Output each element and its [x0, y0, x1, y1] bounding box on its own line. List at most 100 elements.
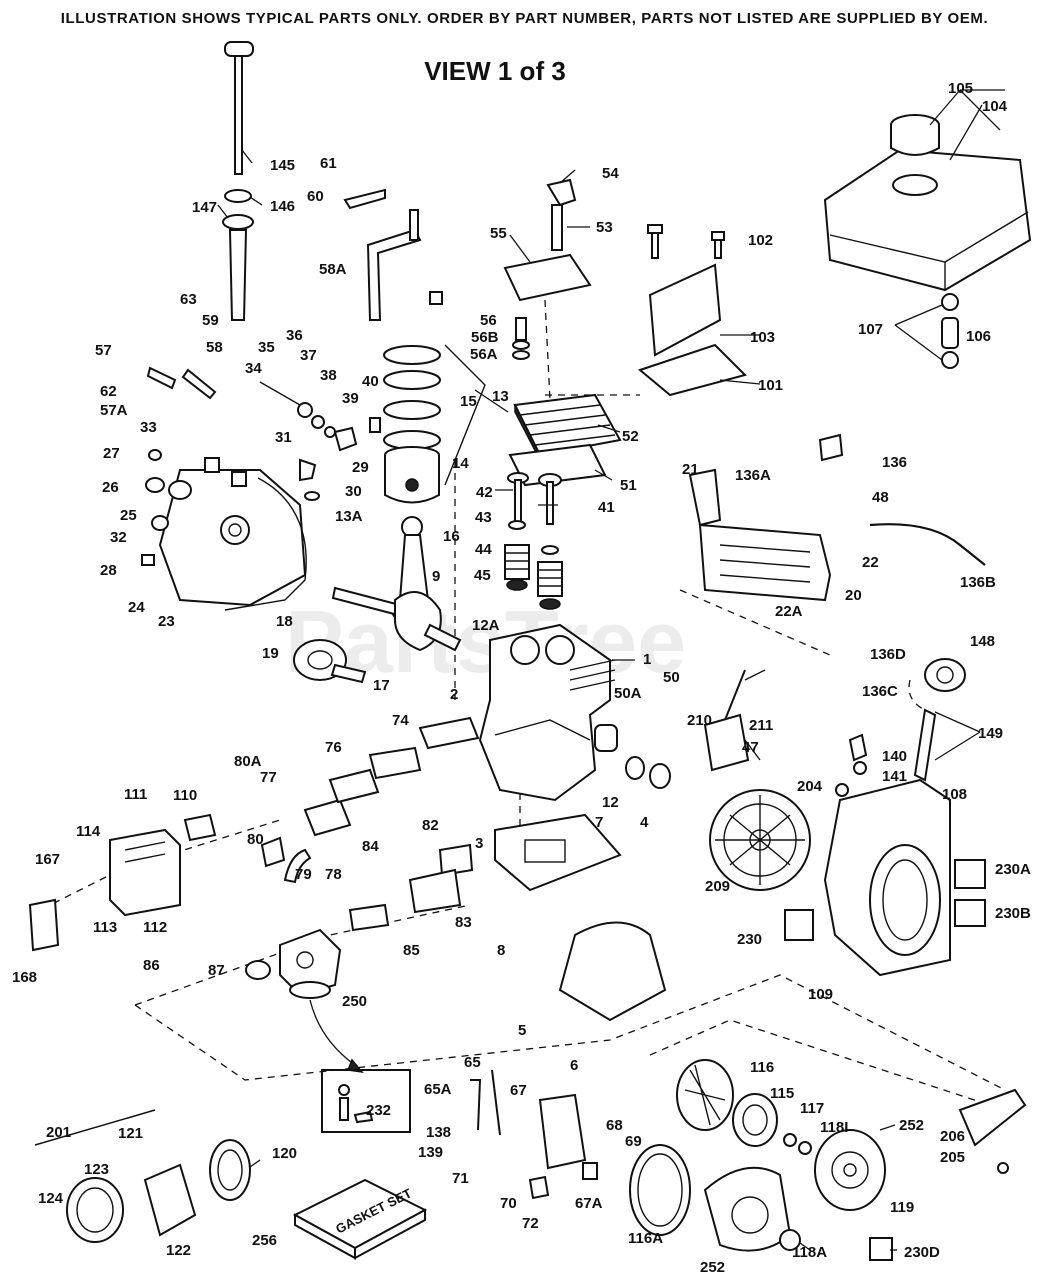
shroud-plate	[698, 523, 832, 602]
governor-linkage-140	[835, 733, 868, 797]
callout-105: 105	[948, 80, 973, 97]
callout-50: 50	[663, 669, 680, 686]
callout-256: 256	[252, 1232, 277, 1249]
callout-119: 119	[890, 1199, 914, 1216]
callout-44: 44	[475, 541, 492, 558]
callout-27: 27	[103, 445, 120, 462]
callout-82: 82	[422, 817, 439, 834]
callout-58a: 58A	[319, 261, 347, 278]
callout-230d: 230D	[904, 1244, 940, 1261]
callout-120: 120	[272, 1145, 297, 1162]
callout-205: 205	[940, 1149, 965, 1166]
callout-230b: 230B	[995, 905, 1031, 922]
throttle-control-parts	[470, 1069, 598, 1200]
callout-40: 40	[362, 373, 379, 390]
governor-parts	[146, 366, 381, 501]
fuel-cap	[890, 114, 940, 156]
callout-115: 115	[770, 1085, 794, 1102]
callout-17: 17	[373, 677, 390, 694]
callout-53: 53	[596, 219, 613, 236]
callout-112: 112	[143, 919, 167, 936]
dipstick-assembly	[222, 41, 254, 321]
callout-59: 59	[202, 312, 219, 329]
clip-136	[818, 433, 844, 462]
callout-29: 29	[352, 459, 369, 476]
leader-lines	[217, 89, 1005, 1251]
callout-47: 47	[742, 739, 759, 756]
callout-35: 35	[258, 339, 275, 356]
bracket-136a	[688, 468, 722, 527]
callout-106: 106	[966, 328, 991, 345]
callout-51: 51	[620, 477, 637, 494]
callout-13: 13	[492, 388, 509, 405]
cylinder-block	[478, 623, 618, 802]
callout-61: 61	[320, 155, 337, 172]
callout-168: 168	[12, 969, 37, 986]
callout-136a: 136A	[735, 467, 771, 484]
callout-80: 80	[247, 831, 264, 848]
plug-27	[148, 449, 162, 461]
callout-65: 65	[464, 1054, 481, 1071]
air-cleaner	[34, 1109, 251, 1243]
callout-58: 58	[206, 339, 223, 356]
tank-brackets	[637, 263, 747, 397]
callout-107: 107	[858, 321, 883, 338]
callout-116: 116	[750, 1059, 774, 1076]
callout-116a: 116A	[628, 1230, 663, 1247]
callout-55: 55	[490, 225, 507, 242]
cylinder-head	[513, 393, 622, 461]
callout-62: 62	[100, 383, 117, 400]
callout-4: 4	[640, 814, 649, 831]
callout-111: 111	[124, 786, 147, 803]
callout-12: 12	[602, 794, 619, 811]
clutch-assembly	[676, 1059, 812, 1155]
callout-67a: 67A	[575, 1195, 603, 1212]
callout-28: 28	[100, 562, 117, 579]
callout-43: 43	[475, 509, 492, 526]
callout-36: 36	[286, 327, 303, 344]
callout-118i: 118I	[820, 1119, 848, 1136]
control-bracket	[343, 188, 443, 321]
primer	[908, 658, 966, 782]
callout-14: 14	[452, 455, 469, 472]
gasket-set-box: GASKET SET	[292, 1178, 428, 1260]
muffler	[28, 813, 217, 952]
callout-136: 136	[882, 454, 907, 471]
callout-85: 85	[403, 942, 420, 959]
callout-23: 23	[158, 613, 175, 630]
callout-201: 201	[46, 1124, 71, 1141]
callout-117: 117	[800, 1100, 824, 1117]
blower-housing-baffle	[558, 921, 667, 1022]
callout-204: 204	[797, 778, 823, 795]
callout-136c: 136C	[862, 683, 898, 700]
callout-80a: 80A	[234, 753, 262, 770]
callout-209: 209	[705, 878, 730, 895]
engine-base	[494, 813, 622, 892]
callout-9: 9	[432, 568, 440, 585]
decal-230	[784, 909, 814, 941]
callout-50a: 50A	[614, 685, 642, 702]
head-bolts	[512, 224, 725, 360]
callout-19: 19	[262, 645, 279, 662]
callout-149: 149	[978, 725, 1003, 742]
plug-cover-plate	[503, 253, 592, 302]
callout-79: 79	[295, 866, 312, 883]
callout-87: 87	[208, 962, 225, 979]
nut-205	[997, 1162, 1009, 1174]
callout-6: 6	[570, 1057, 578, 1074]
callout-141: 141	[882, 768, 907, 785]
flywheel	[709, 789, 811, 891]
callout-33: 33	[140, 419, 157, 436]
callout-102: 102	[748, 232, 773, 249]
callout-139: 139	[418, 1144, 443, 1161]
callout-15: 15	[460, 393, 477, 410]
callout-20: 20	[845, 587, 862, 604]
view-title: VIEW 1 of 3	[424, 56, 566, 86]
seal-26	[145, 477, 165, 493]
callout-56: 56	[480, 312, 497, 329]
callout-30: 30	[345, 483, 362, 500]
callout-110: 110	[173, 787, 197, 804]
callout-70: 70	[500, 1195, 517, 1212]
callout-122: 122	[166, 1242, 191, 1259]
